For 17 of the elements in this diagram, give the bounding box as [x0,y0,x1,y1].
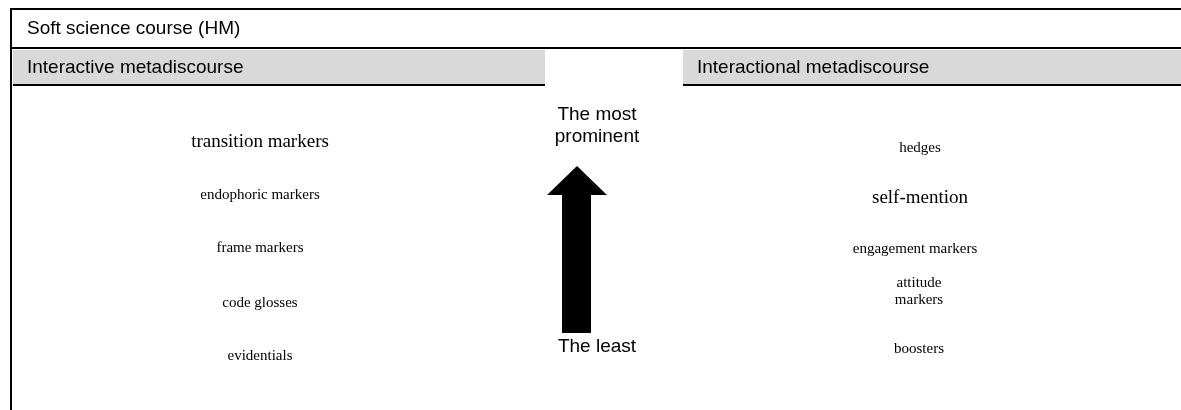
diagram-title: Soft science course (HM) [27,17,241,39]
category-label: code glosses [222,294,298,312]
section-header-bar [13,50,545,86]
section-heading: Interactional metadiscourse [697,56,930,78]
scale-label: The most prominent [553,103,641,147]
category-label: hedges [899,139,941,157]
category-label: attitude markers [893,274,945,309]
category-label: transition markers [191,130,329,152]
category-label: endophoric markers [200,186,320,204]
section-header-bar [683,50,1181,86]
scale-label: The least [557,335,637,357]
category-label: self-mention [872,186,968,208]
section-heading: Interactive metadiscourse [27,56,244,78]
category-label: frame markers [216,239,304,257]
category-label: engagement markers [852,240,978,258]
category-label: boosters [894,340,944,358]
category-label: evidentials [227,347,293,365]
